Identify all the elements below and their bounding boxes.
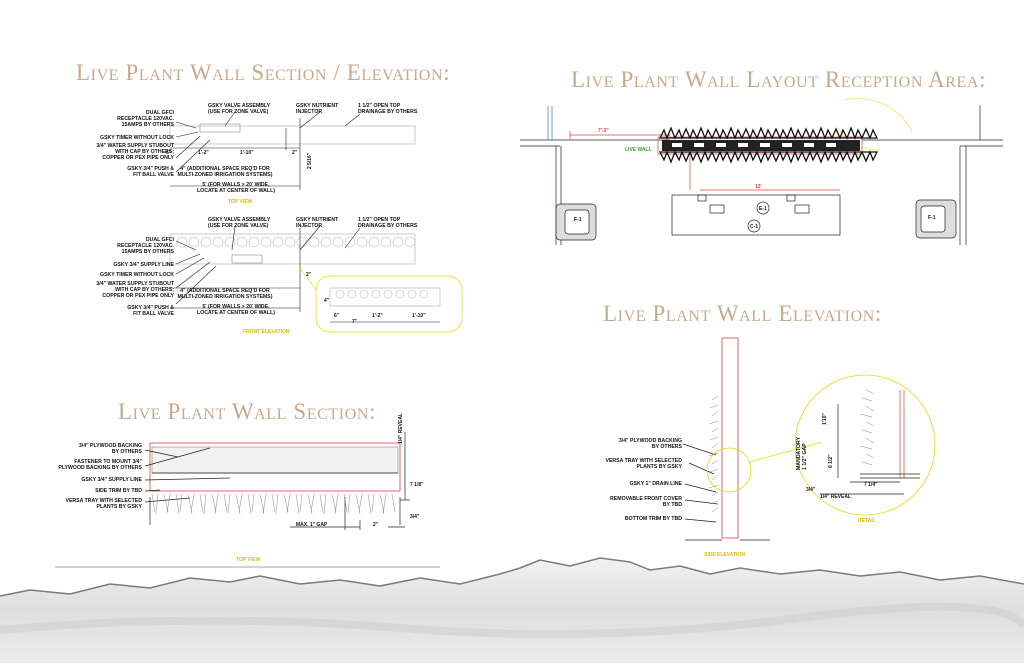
top-dim-1-2: 1'-2" xyxy=(198,150,209,156)
layout-marker-1: F-1 xyxy=(574,217,582,223)
elev-plywood-label: 3/4" PLYWOOD BACKING BY OTHERS xyxy=(618,438,682,450)
detail-reveal: 1/4" REVEAL xyxy=(820,494,851,500)
front-dim-1-10: 1'-10" xyxy=(412,313,426,319)
layout-marker-4: C-1 xyxy=(750,224,759,230)
layout-plan-drawing xyxy=(520,98,1003,245)
front-timer-label: GSKY TIMER WITHOUT LOCK xyxy=(100,272,174,278)
elev-trim-label: BOTTOM TRIM BY TBD xyxy=(624,516,682,522)
section-7-1-8-dim: 7 1/8" xyxy=(410,482,424,488)
side-elevation-plants xyxy=(708,389,875,513)
front-gfci-label: DUAL GFCI RECEPTACLE 120VAC. 15AMPS BY O… xyxy=(117,237,174,255)
top-view-drawing xyxy=(169,111,416,190)
top-injector-label: GSKY NUTRIENT INJECTOR xyxy=(296,103,339,115)
detail-caption: DETAIL xyxy=(858,518,876,524)
front-dim-7: 7" xyxy=(352,319,358,325)
top-timer-label: GSKY TIMER WITHOUT LOCK xyxy=(100,135,174,141)
layout-live-wall-label: LIVE WALL xyxy=(625,147,652,153)
section-fastener-label: FASTENER TO MOUNT 3/4" PLYWOOD BACKING B… xyxy=(58,459,142,471)
front-dim-4: 4" xyxy=(324,298,330,304)
side-elevation-drawing xyxy=(682,337,936,541)
front-walls-label: 5' (FOR WALLS > 20' WIDE, LOCATE AT CENT… xyxy=(197,304,275,316)
front-injector-label: GSKY NUTRIENT INJECTOR xyxy=(296,217,339,229)
top-push-fit-label: GSKY 3/4" PUSH & FIT BALL VALVE xyxy=(127,166,174,178)
title-section-elevation: Live Plant Wall Section / Elevation: xyxy=(76,60,451,85)
title-elevation: Live Plant Wall Elevation: xyxy=(603,301,882,326)
front-supply-label: GSKY 3/4" SUPPLY LINE xyxy=(113,262,174,268)
live-wall-plant-band xyxy=(658,126,879,164)
top-dim-1-10: 1'-10" xyxy=(240,150,254,156)
top-dim-2: 2" xyxy=(292,150,298,156)
top-view-caption: TOP VIEW xyxy=(228,199,253,205)
elev-cover-label: REMOVABLE FRONT COVER BY TBD xyxy=(610,496,682,508)
detail-dim-3-4: 3/4" xyxy=(806,487,816,493)
front-view-caption: FRONT ELEVATION xyxy=(243,329,290,335)
front-additional-label: 4" (ADDITIONAL SPACE REQ'D FOR MULTI-ZON… xyxy=(177,288,273,300)
section-caption: TOP VIEW xyxy=(236,557,261,563)
section-versa-label: VERSA TRAY WITH SELECTED PLANTS BY GSKY xyxy=(65,498,142,510)
front-drainage-label: 1 1/2" OPEN TOP DRAINAGE BY OTHERS xyxy=(358,217,418,229)
top-walls-label: 5' (FOR WALLS > 20' WIDE, LOCATE AT CENT… xyxy=(197,182,275,194)
section-3-4-dim: 3/4" xyxy=(410,514,420,520)
front-view-drawing xyxy=(169,225,463,333)
section-2-dim: 2" xyxy=(373,522,379,528)
section-plants xyxy=(151,493,396,515)
side-elevation-caption: SIDE ELEVATION xyxy=(704,552,745,558)
top-valve-label: GSKY VALVE ASSEMBLY (USE FOR ZONE VALVE) xyxy=(208,103,271,115)
front-push-fit-label: GSKY 3/4" PUSH & FIT BALL VALVE xyxy=(127,305,174,317)
layout-marker-2: E-1 xyxy=(759,206,767,212)
front-dim-2: 2" xyxy=(306,272,312,278)
section-drawing xyxy=(55,432,440,568)
section-side-trim-label: SIDE TRIM BY TBD xyxy=(95,488,142,494)
layout-dim-12: 12' xyxy=(755,184,762,190)
detail-dim-7-1-4: 7 1/4" xyxy=(864,482,878,488)
title-section: Live Plant Wall Section: xyxy=(118,399,377,424)
section-supply-label: GSKY 3/4" SUPPLY LINE xyxy=(81,477,142,483)
elev-drain-label: GSKY 1" DRAIN LINE xyxy=(629,481,682,487)
top-drainage-label: 1 1/2" OPEN TOP DRAINAGE BY OTHERS xyxy=(358,103,418,115)
front-stubout-label: 3/4" WATER SUPPLY STUBOUT WITH CAP BY OT… xyxy=(96,281,174,299)
layout-marker-3: F-1 xyxy=(928,215,936,221)
front-dim-6: 6" xyxy=(334,313,340,319)
top-dim-6: 6" xyxy=(166,150,172,156)
elev-versa-label: VERSA TRAY WITH SELECTED PLANTS BY GSKY xyxy=(605,458,682,470)
top-stubout-label: 3/4" WATER SUPPLY STUBOUT WITH CAP BY OT… xyxy=(96,143,174,161)
front-valve-label: GSKY VALVE ASSEMBLY (USE FOR ZONE VALVE) xyxy=(208,217,271,229)
title-layout-reception: Live Plant Wall Layout Reception Area: xyxy=(571,67,987,92)
top-gfci-label: DUAL GFCI RECEPTACLE 120VAC. 15AMPS BY O… xyxy=(117,110,174,128)
layout-dim-7-3: 7'-3" xyxy=(598,128,609,134)
front-dim-1-2: 1'-2" xyxy=(372,313,383,319)
top-additional-label: 4" (ADDITIONAL SPACE REQ'D FOR MULTI-ZON… xyxy=(177,166,273,178)
section-gap-dim: MAX. 1" GAP xyxy=(296,522,328,528)
section-plywood-label: 3/4" PLYWOOD BACKING BY OTHERS xyxy=(78,443,142,455)
